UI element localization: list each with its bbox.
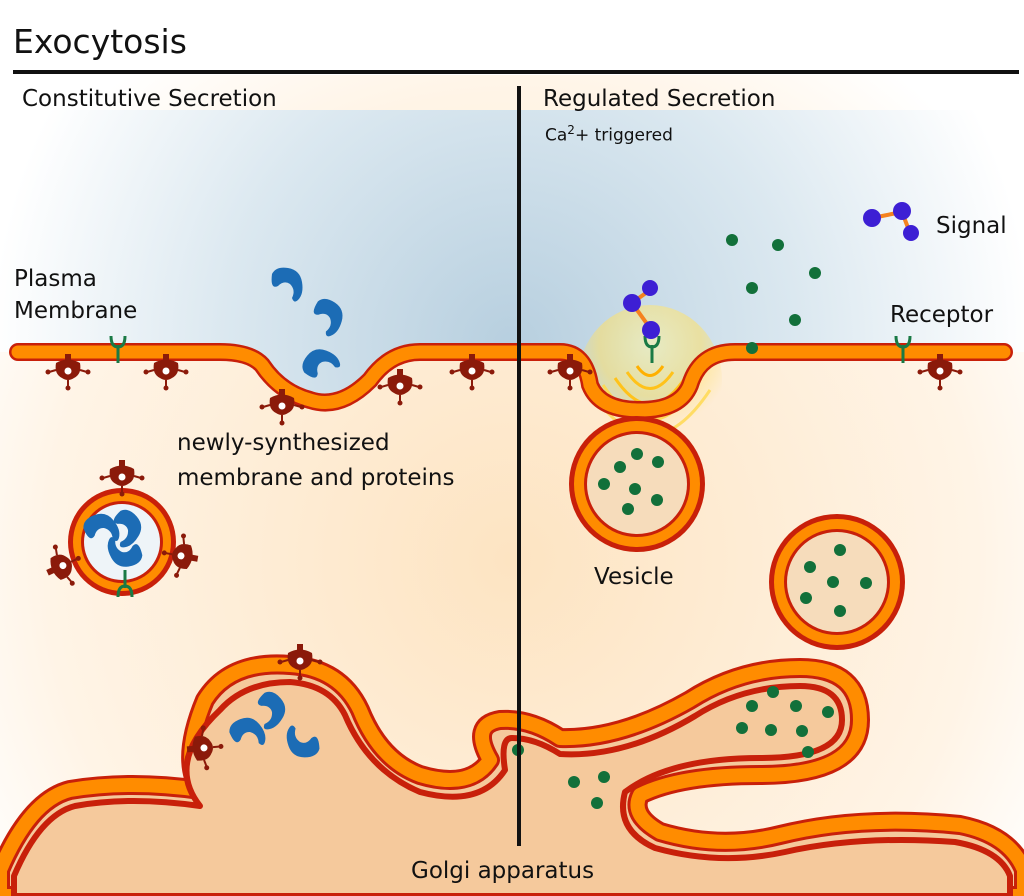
golgi-membrane: [0, 657, 1024, 896]
plasma-membrane-fill: [11, 345, 1011, 417]
panel-heading-regulated: Regulated Secretion: [543, 86, 776, 112]
extracellular-space: [0, 110, 1024, 410]
receptor-label: Receptor: [890, 302, 994, 328]
bound-signal-molecule: [623, 280, 660, 339]
vesicle-label: Vesicle: [594, 564, 674, 590]
title-rule: [13, 70, 1019, 74]
panel-subheading-regulated: Ca2+ triggered: [545, 123, 673, 146]
golgi-label: Golgi apparatus: [411, 858, 595, 884]
released-granules: [726, 234, 821, 354]
panel-divider: [517, 86, 521, 846]
signal-molecule-icon: [863, 202, 919, 241]
regulated-vesicle: [769, 514, 905, 650]
regulated-vesicle: [569, 416, 705, 552]
signal-label: Signal: [936, 213, 1007, 239]
diagram-title: Exocytosis: [13, 22, 187, 61]
panel-heading-constitutive: Constitutive Secretion: [22, 86, 277, 112]
constitutive-vesicle: [36, 459, 203, 599]
